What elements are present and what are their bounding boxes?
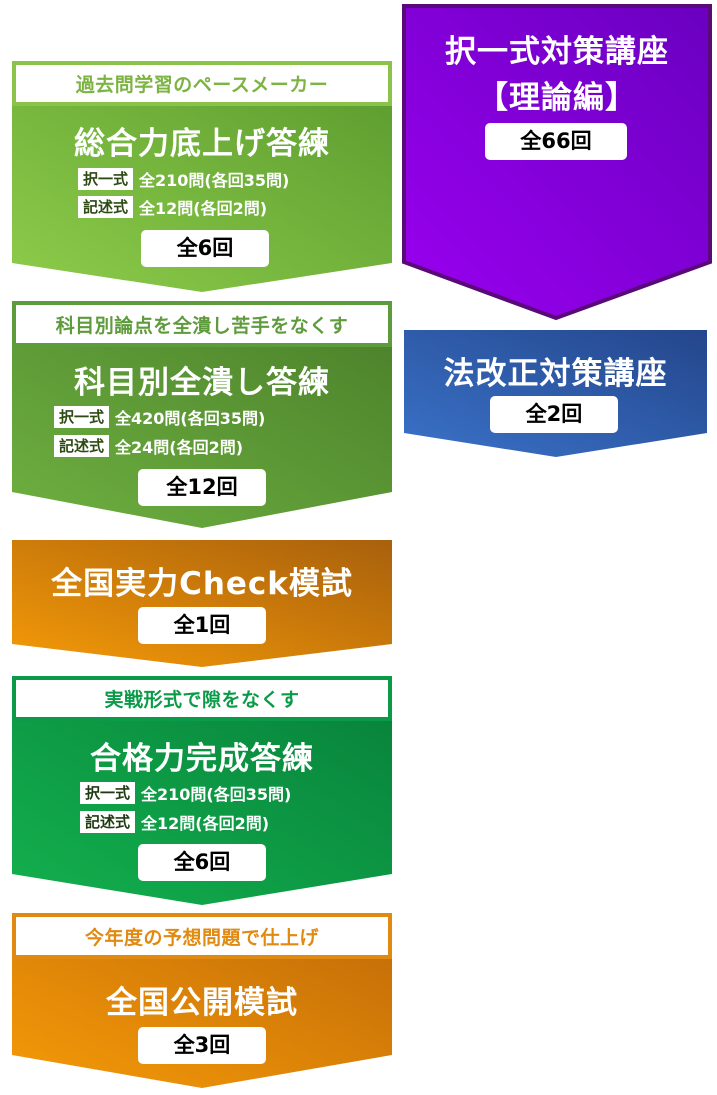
spec-label: 択一式 [80,782,136,804]
subtitle-box-1: 過去問学習のペースメーカー [12,61,392,106]
spec-value: 全210問(各回35問) [141,785,292,804]
session-count-1: 全6回 [141,230,269,267]
course-title-5: 全国公開模試 [106,985,298,1021]
law-revision-course-title: 法改正対策講座 [443,356,668,392]
arrow-block-law-revision [404,330,707,457]
spec-row-written-2: 記述式 全24問(各回2問) [54,435,243,457]
spec-row-choice-2: 択一式 全420問(各回35問) [54,406,265,428]
arrow-block-1 [12,61,392,292]
spec-value: 全24問(各回2問) [115,438,244,457]
subtitle-box-5: 今年度の予想問題で仕上げ [12,913,392,959]
spec-value: 全12問(各回2問) [141,814,270,833]
arrow-block-2 [12,301,392,528]
course-title-2: 科目別全潰し答練 [74,365,330,401]
spec-label: 記述式 [78,196,134,218]
session-count-4: 全6回 [138,844,266,881]
arrow-block-3 [12,540,392,667]
session-count-2: 全12回 [138,469,266,506]
spec-row-written-1: 記述式 全12問(各回2問) [78,196,267,218]
spec-row-choice-4: 択一式 全210問(各回35問) [80,782,291,804]
theory-course-title-line1: 択一式対策講座 [445,34,669,70]
arrow-block-4 [12,676,392,905]
spec-label: 記述式 [80,811,136,833]
spec-row-choice-1: 択一式 全210問(各回35問) [78,168,289,190]
spec-value: 全420問(各回35問) [115,409,266,428]
law-revision-session-count: 全2回 [490,396,618,433]
spec-value: 全12問(各回2問) [139,199,268,218]
theory-course-title-line2: 【理論編】 [477,80,637,116]
spec-row-written-4: 記述式 全12問(各回2問) [80,811,269,833]
subtitle-box-2: 科目別論点を全潰し苦手をなくす [12,301,392,347]
subtitle-box-4: 実戦形式で隙をなくす [12,676,392,721]
spec-value: 全210問(各回35問) [139,171,290,190]
spec-label: 記述式 [54,435,110,457]
spec-label: 択一式 [78,168,134,190]
course-title-1: 総合力底上げ答練 [74,126,330,162]
theory-session-count: 全66回 [485,123,627,160]
course-title-3: 全国実力Check模試 [51,566,353,602]
arrow-block-theory [402,4,712,321]
spec-label: 択一式 [54,406,110,428]
session-count-5: 全3回 [138,1027,266,1064]
course-title-4: 合格力完成答練 [90,741,314,777]
session-count-3: 全1回 [138,607,266,644]
